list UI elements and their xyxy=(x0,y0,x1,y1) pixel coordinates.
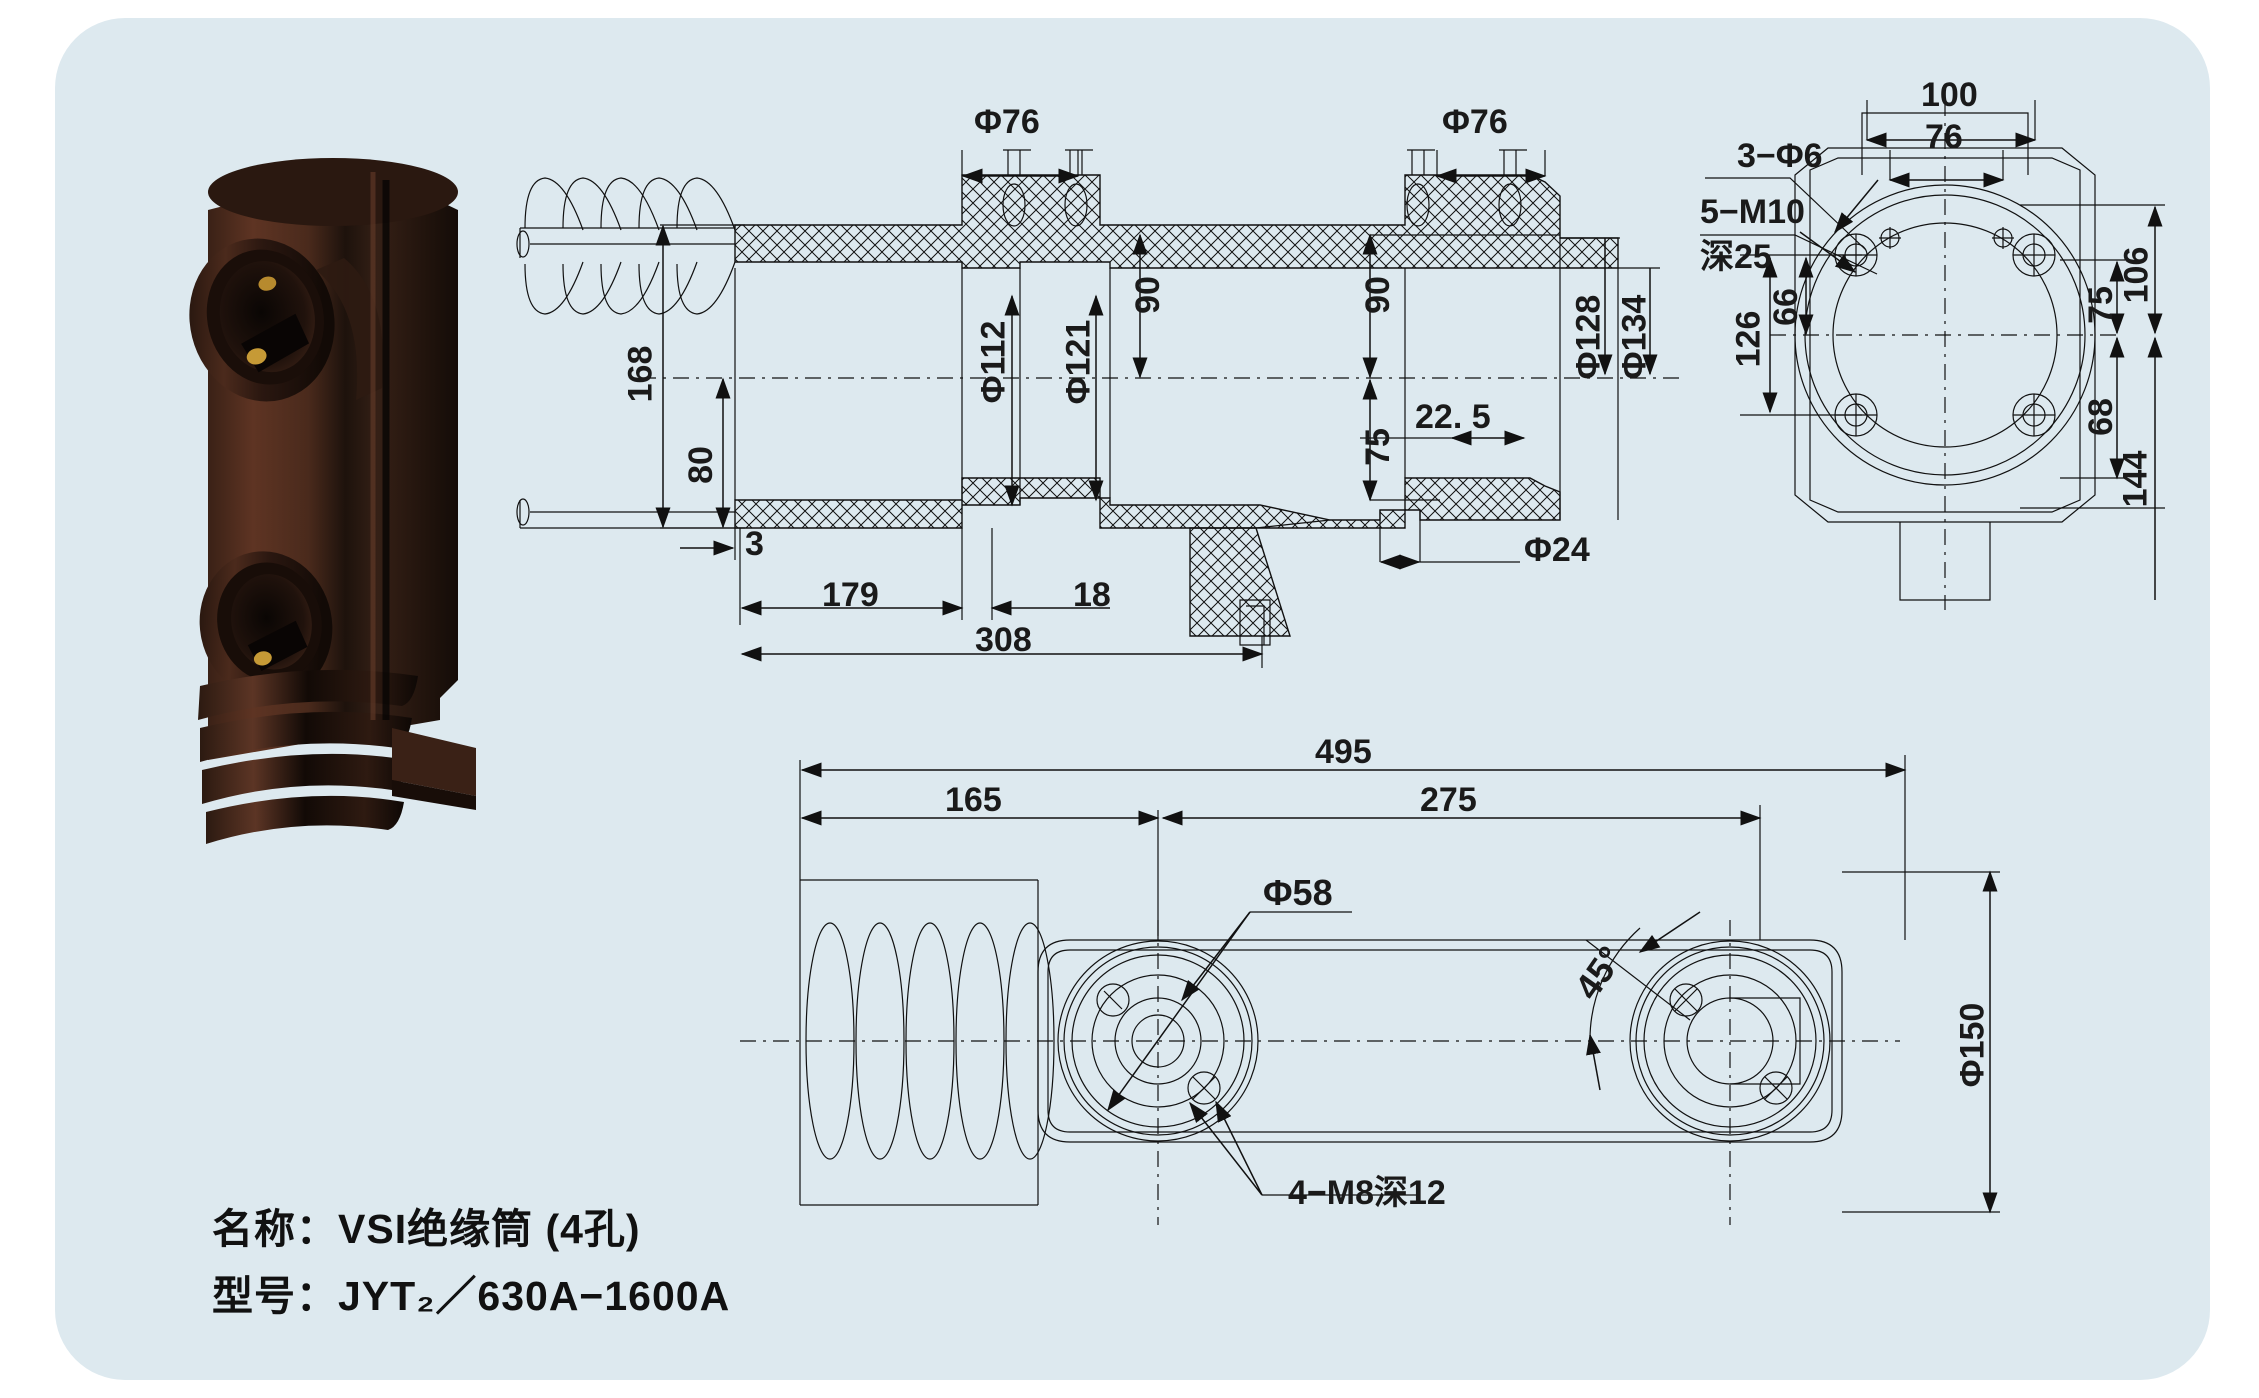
dim-168: 168 xyxy=(621,345,660,403)
dim-22-5: 22. 5 xyxy=(1415,398,1491,436)
dim-75: 75 xyxy=(1358,428,1397,466)
dim-90-right: 90 xyxy=(1358,276,1397,314)
note-depth-25: 深25 xyxy=(1700,238,1772,276)
dim-phi24: Φ24 xyxy=(1524,531,1590,569)
dim-75-end: 75 xyxy=(2081,286,2120,324)
note-phi58: Φ58 xyxy=(1263,872,1333,913)
dim-phi76-left: Φ76 xyxy=(974,103,1040,141)
note-4-m8: 4−M8深12 xyxy=(1288,1174,1446,1212)
dim-68: 68 xyxy=(2081,398,2120,436)
dim-179: 179 xyxy=(822,576,879,614)
dim-275: 275 xyxy=(1420,781,1477,819)
dim-phi128: Φ128 xyxy=(1569,294,1608,380)
dim-495: 495 xyxy=(1315,733,1372,771)
dim-18: 18 xyxy=(1073,576,1111,614)
dim-phi112: Φ112 xyxy=(974,320,1013,404)
note-3-phi6: 3−Φ6 xyxy=(1737,137,1823,175)
dim-80: 80 xyxy=(681,446,720,484)
dim-308: 308 xyxy=(975,621,1032,659)
dim-76: 76 xyxy=(1925,118,1963,156)
dim-phi121: Φ121 xyxy=(1059,319,1098,405)
dim-phi76-right: Φ76 xyxy=(1442,103,1508,141)
dim-phi134: Φ134 xyxy=(1615,294,1654,380)
dim-100: 100 xyxy=(1921,76,1978,114)
product-photo xyxy=(140,120,540,844)
dim-144: 144 xyxy=(2116,450,2155,508)
dim-phi150: Φ150 xyxy=(1953,1002,1992,1088)
dim-3: 3 xyxy=(745,525,764,563)
dim-106: 106 xyxy=(2117,246,2156,304)
note-5-m10: 5−M10 xyxy=(1700,193,1805,231)
dim-126: 126 xyxy=(1729,310,1768,368)
caption-product-model: 型号：JYT₂／630A−1600A xyxy=(212,1273,731,1319)
dim-165: 165 xyxy=(945,781,1002,819)
dim-66: 66 xyxy=(1766,288,1805,326)
caption-product-name: 名称：VSI绝缘筒 (4孔) xyxy=(212,1206,641,1252)
dim-90-left: 90 xyxy=(1128,276,1167,314)
